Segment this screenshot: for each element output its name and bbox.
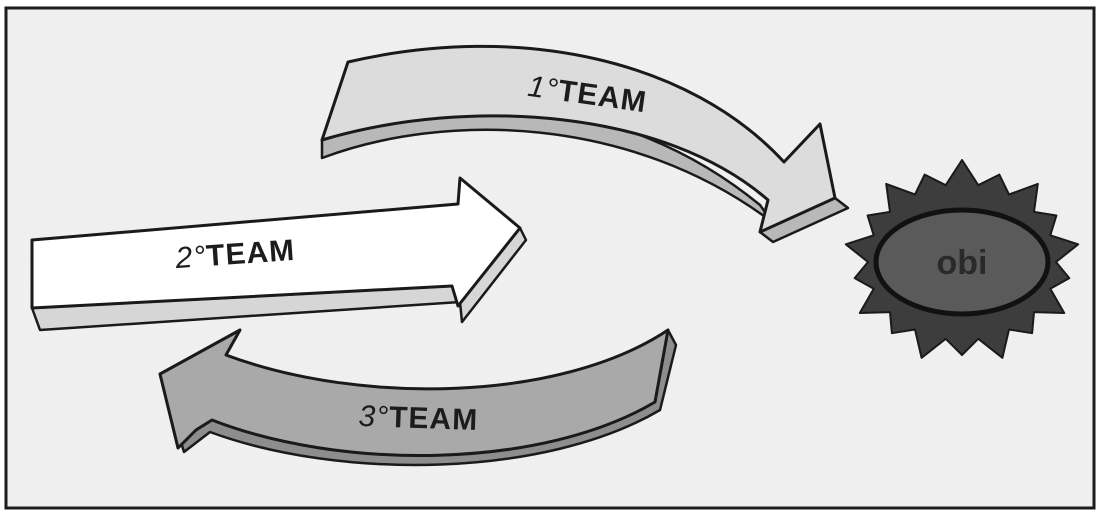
badge-text: obi [937, 244, 988, 282]
team-2-word: TEAM [205, 234, 296, 273]
team-3-number: 3° [358, 400, 390, 434]
team-2-number: 2° [173, 240, 207, 275]
team-3-word: TEAM [389, 401, 479, 437]
team-3-label: 3°TEAM [358, 400, 479, 437]
team-1-number: 1° [526, 70, 561, 107]
